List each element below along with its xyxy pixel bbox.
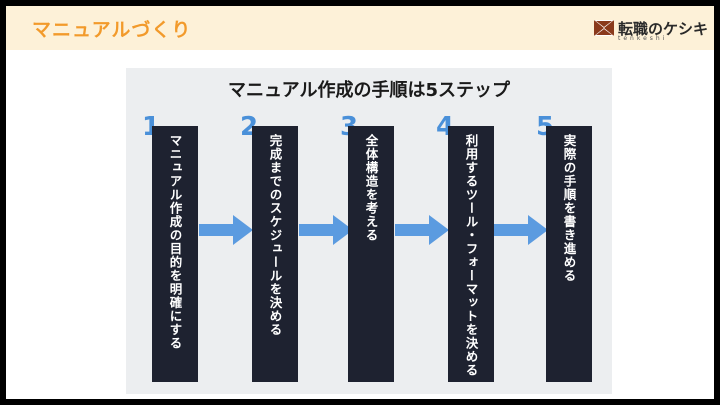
arrow-right-icon	[494, 215, 548, 245]
step-text-3: 全体構造を考える	[363, 134, 379, 242]
header-bar: マニュアルづくり 転職のケシキ tenkeshi	[6, 6, 714, 50]
step-box-4: 利用するツール・フォーマットを決める	[448, 126, 494, 382]
header-title: マニュアルづくり	[32, 19, 192, 41]
step-box-3: 全体構造を考える	[348, 126, 394, 382]
step-text-2: 完成までのスケジュールを決める	[267, 134, 283, 337]
panel-title: マニュアル作成の手順は5ステップ	[228, 80, 510, 101]
arrow-right-icon	[299, 215, 353, 245]
arrow-right-icon	[199, 215, 253, 245]
brand-logo: 転職のケシキ tenkeshi	[594, 18, 708, 44]
step-text-4: 利用するツール・フォーマットを決める	[463, 134, 479, 377]
logo-text: 転職のケシキ	[618, 20, 709, 38]
step-text-5: 実際の手順を書き進める	[561, 134, 577, 283]
step-box-1: マニュアル作成の目的を明確にする	[152, 126, 198, 382]
step-box-2: 完成までのスケジュールを決める	[252, 126, 298, 382]
logo-subtext: tenkeshi	[618, 35, 668, 42]
step-box-5: 実際の手順を書き進める	[546, 126, 592, 382]
steps-panel: マニュアル作成の手順は5ステップ 1 マニュアル作成の目的を明確にする 2 完成…	[126, 68, 612, 394]
slide: マニュアルづくり 転職のケシキ tenkeshi マニュアル作成の手順は5ステッ…	[6, 6, 714, 399]
envelope-icon	[594, 20, 614, 36]
step-text-1: マニュアル作成の目的を明確にする	[167, 134, 183, 350]
arrow-right-icon	[395, 215, 449, 245]
